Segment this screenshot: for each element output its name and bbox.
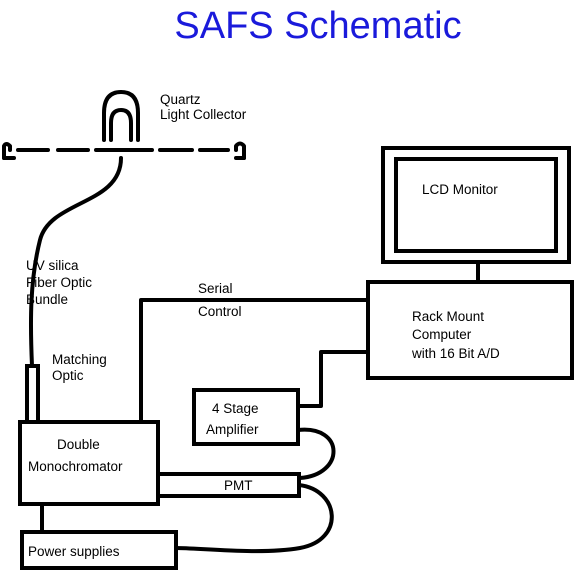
four-stage-amplifier	[192, 388, 300, 446]
matching-label-line2: Optic	[52, 368, 84, 383]
serial-label-line2: Control	[198, 304, 242, 319]
amplifier-label-line1: 4 Stage	[212, 401, 259, 416]
fiber-label-line2: Fiber Optic	[26, 275, 92, 290]
serial-label-line1: Serial	[198, 281, 233, 296]
pmt-label: PMT	[224, 478, 253, 493]
matching-label-line1: Matching	[52, 352, 107, 367]
fiber-optic-cable	[28, 156, 123, 368]
double-monochromator	[18, 420, 160, 506]
serial-control-line	[139, 298, 370, 424]
computer-label-line3: with 16 Bit A/D	[411, 346, 500, 361]
computer-label-line1: Rack Mount	[412, 309, 484, 324]
monochromator-label-line2: Monochromator	[28, 459, 123, 474]
lcd-monitor	[381, 146, 571, 264]
quartz-light-collector	[102, 90, 140, 142]
collector-label-line2: Light Collector	[160, 107, 247, 122]
amplifier-computer-line	[296, 350, 370, 408]
rack-mount-computer	[366, 280, 574, 380]
fiber-label-line1: UV silica	[26, 258, 79, 273]
diagram-title: SAFS Schematic	[174, 5, 461, 47]
amplifier-pmt-cable	[296, 427, 336, 480]
power-label: Power supplies	[28, 544, 120, 559]
monitor-label: LCD Monitor	[422, 182, 498, 197]
pmt-power-cable	[174, 483, 334, 554]
computer-label-line2: Computer	[412, 327, 472, 342]
fiber-label-line3: Bundle	[26, 292, 68, 307]
collector-mount-plate	[2, 141, 246, 160]
matching-optic	[25, 364, 40, 426]
monochromator-label-line1: Double	[57, 437, 100, 452]
amplifier-label-line2: Amplifier	[206, 422, 259, 437]
collector-label-line1: Quartz	[160, 92, 201, 107]
